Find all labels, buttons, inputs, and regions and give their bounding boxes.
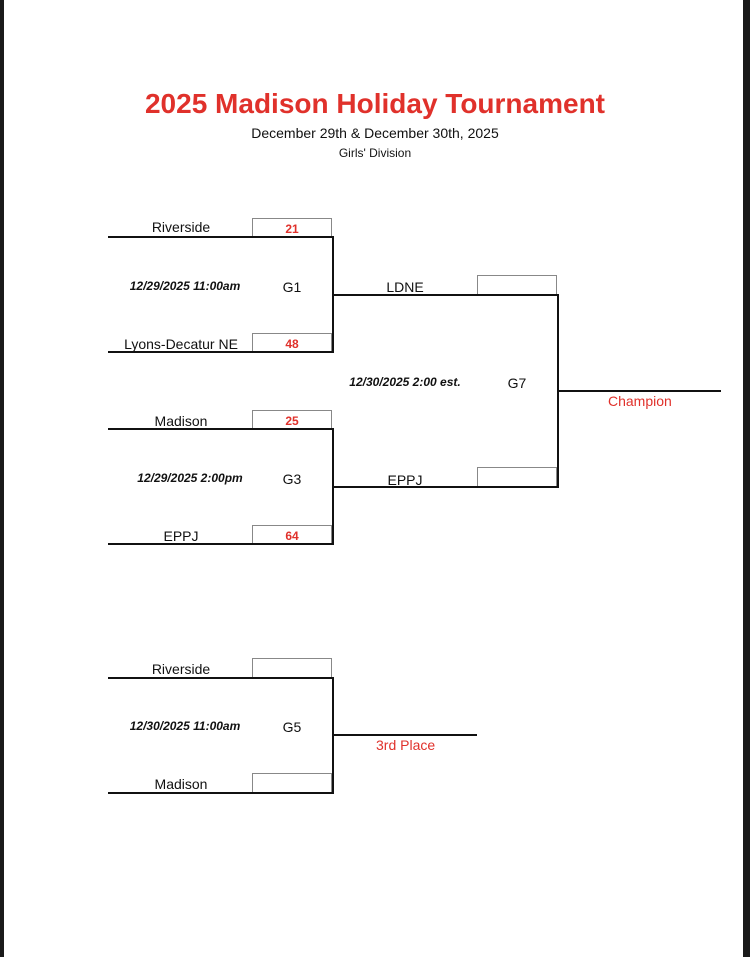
g5-top-line bbox=[108, 677, 334, 679]
g5-top-score-box bbox=[252, 658, 332, 677]
page-right-border bbox=[743, 0, 750, 957]
g7-top-team: LDNE bbox=[386, 279, 424, 295]
g7-bottom-team: EPPJ bbox=[387, 472, 423, 488]
g7-top-line bbox=[332, 294, 559, 296]
g3-id: G3 bbox=[282, 471, 302, 487]
g5-bottom-score-box bbox=[252, 773, 332, 792]
g7-time: 12/30/2025 2:00 est. bbox=[349, 375, 461, 389]
g1-top-line bbox=[108, 236, 334, 238]
page-left-border bbox=[0, 0, 4, 957]
g1-bottom-score: 48 bbox=[285, 337, 299, 351]
g5-time: 12/30/2025 11:00am bbox=[129, 719, 241, 733]
g3-bottom-score-box bbox=[252, 525, 332, 544]
g1-id: G1 bbox=[282, 279, 302, 295]
g1-bottom-line bbox=[108, 351, 334, 353]
g7-bottom-score-box bbox=[477, 467, 557, 486]
g3-top-score: 25 bbox=[285, 414, 299, 428]
g3-bottom-score: 64 bbox=[285, 529, 299, 543]
g1-top-score-box bbox=[252, 218, 332, 237]
g5-bottom-team: Madison bbox=[154, 776, 208, 792]
g7-id: G7 bbox=[507, 375, 527, 391]
g5-id: G5 bbox=[282, 719, 302, 735]
g1-bottom-team: Lyons-Decatur NE bbox=[124, 336, 238, 352]
g5-top-team: Riverside bbox=[151, 661, 211, 677]
champion-line bbox=[557, 390, 721, 392]
g3-top-score-box bbox=[252, 410, 332, 429]
g3-time: 12/29/2025 2:00pm bbox=[137, 471, 243, 485]
g3-bottom-line bbox=[108, 543, 334, 545]
g7-top-score-box bbox=[477, 275, 557, 294]
g1-bottom-score-box bbox=[252, 333, 332, 352]
g5-bottom-line bbox=[108, 792, 334, 794]
g1-top-score: 21 bbox=[285, 222, 299, 236]
tournament-dates: December 29th & December 30th, 2025 bbox=[251, 125, 499, 141]
tournament-title: 2025 Madison Holiday Tournament bbox=[144, 88, 606, 119]
g1-time: 12/29/2025 11:00am bbox=[129, 279, 241, 293]
g7-bottom-line bbox=[332, 486, 559, 488]
g1-top-team: Riverside bbox=[151, 219, 211, 235]
champion-label: Champion bbox=[608, 393, 672, 409]
division-label: Girls' Division bbox=[338, 146, 412, 160]
g3-top-team: Madison bbox=[154, 413, 208, 429]
g3-bottom-team: EPPJ bbox=[163, 528, 199, 544]
third-place-label: 3rd Place bbox=[376, 737, 436, 753]
g3-top-line bbox=[108, 428, 334, 430]
third-place-line bbox=[332, 734, 477, 736]
